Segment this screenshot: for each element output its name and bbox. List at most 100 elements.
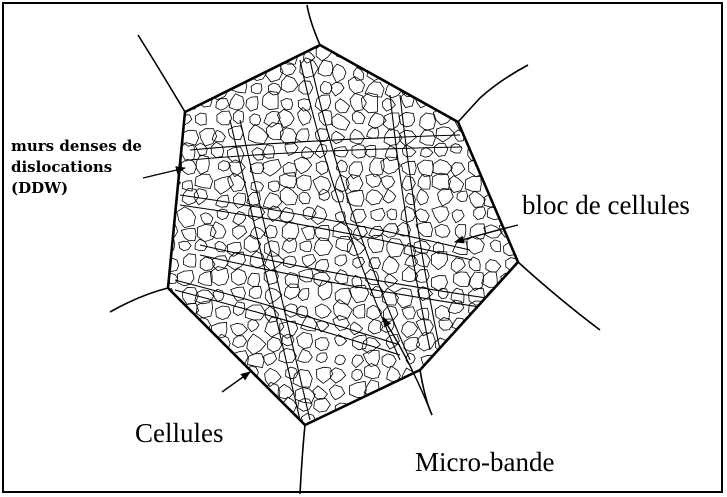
dislocation-cell [487,355,500,366]
dislocation-cell [217,385,235,401]
dislocation-cell [200,129,217,146]
dislocation-cell [231,370,243,383]
dislocation-cell [385,66,399,81]
dislocation-cell [469,80,480,92]
dislocation-cell [232,396,246,409]
dislocation-cell [401,206,416,222]
dislocation-cell [352,111,365,123]
dislocation-cell [435,143,448,156]
dislocation-cell [467,337,487,354]
dislocation-cell [451,258,465,273]
dislocation-cell [248,124,268,143]
dislocation-cell [229,94,244,110]
dislocation-cell [382,399,402,418]
dislocation-cell [454,81,465,93]
dislocation-cell [449,383,464,398]
dislocation-cell [487,62,504,80]
dislocation-cell [470,63,480,75]
dislocation-cell [215,176,234,194]
dislocation-cell [268,181,279,192]
dislocation-cell [217,111,232,125]
dislocation-cell [178,66,191,78]
dislocation-cell [352,401,367,416]
dislocation-cell [280,173,297,188]
dislocation-cell [381,387,401,403]
dislocation-cell [198,271,212,285]
dislocation-cell [216,306,231,320]
dislocation-cell [451,144,462,153]
dislocation-cell [352,355,364,368]
cell-block-label: bloc de cellules [522,190,690,221]
dislocation-cell [484,363,500,380]
dislocation-cell [466,110,481,124]
dislocation-cell [180,348,194,364]
dislocation-cell [228,126,243,140]
dislocation-cell [451,163,465,177]
dislocation-cell [160,355,176,371]
dislocation-cell [504,339,516,352]
dislocation-cell [474,207,486,220]
dislocation-cell [301,226,314,240]
ddw-label: murs denses de dislocations (DDW) [11,136,142,199]
dislocation-cell [365,402,381,417]
dislocation-cell [197,364,213,382]
dislocation-cell [505,175,519,186]
dislocation-cell [298,108,312,126]
dislocation-cell [251,83,262,93]
dislocation-cell [503,203,520,223]
dislocation-cell [165,100,178,111]
dislocation-cell [501,161,518,177]
dislocation-cell [263,160,281,177]
dislocation-cell [487,175,503,193]
dislocation-cell [250,114,261,126]
dislocation-cell [349,381,366,397]
dislocation-cell [165,302,179,318]
dislocation-cell [181,229,196,241]
dislocation-cell [161,211,174,222]
dislocation-cell [329,385,344,400]
dislocation-cell [166,258,179,272]
dislocation-cell [282,238,297,253]
dislocation-cell [436,80,453,99]
dislocation-cell [262,91,278,110]
dislocation-cell [315,95,331,111]
dislocation-cell [352,369,363,381]
dislocation-cell [468,382,483,396]
dislocation-cell [432,173,450,190]
dislocation-cell [503,48,522,66]
dislocation-cell [465,176,481,191]
dislocation-cell [505,404,516,416]
dislocation-cell [318,418,336,432]
dislocation-cell [263,47,278,63]
dislocation-cell [482,272,498,288]
dislocation-cell [299,269,313,282]
dislocation-cell [405,256,418,266]
dislocation-cell [384,50,396,62]
dislocation-cell [281,99,293,110]
dislocation-cell [489,85,504,98]
dislocation-cell [233,110,243,123]
dislocation-cell [315,338,329,351]
dislocation-cell [435,224,450,237]
dislocation-cell [481,154,501,175]
dislocation-cell [233,226,247,240]
dislocation-cell [416,333,435,352]
dislocation-cell [318,60,333,76]
dislocation-cell [265,368,282,386]
dislocation-cell [297,332,313,348]
dislocation-cell [436,127,454,142]
dislocation-cell [382,354,396,368]
dislocation-cell [213,44,228,62]
dislocation-cell [414,49,432,65]
dislocation-cell [246,415,259,430]
dislocation-cell [365,363,381,378]
dislocation-cell [165,141,181,155]
dislocation-cell [181,159,196,174]
dislocation-cell [502,190,516,206]
dislocation-cell [167,131,178,142]
dislocation-cell [455,398,466,409]
dislocation-cell [385,274,398,288]
dislocation-cell [367,128,379,139]
dislocation-cell [438,401,452,413]
dislocation-cell [482,382,502,400]
